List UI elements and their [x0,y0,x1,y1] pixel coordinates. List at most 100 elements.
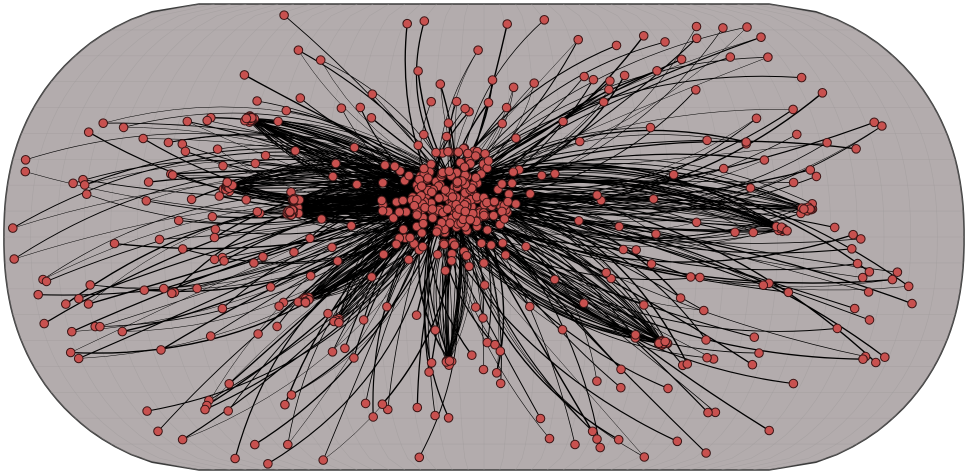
graph-node [470,151,481,161]
graph-node [430,325,441,336]
graph-edge [456,209,593,432]
graph-node [660,37,670,47]
graph-node [250,158,261,169]
graph-node [848,229,858,240]
graph-edge [123,112,451,179]
graph-node [521,241,531,252]
graph-node [332,256,343,266]
graph-edge [88,202,429,305]
graph-node [219,256,229,266]
graph-node [65,347,76,358]
graph-node [250,439,260,450]
graph-node [180,146,191,157]
graph-node [360,398,371,409]
graph-node [668,169,679,180]
graph-node [864,267,875,277]
graph-node [431,147,441,158]
graph-edge [455,191,866,357]
graph-node [260,150,271,161]
graph-node [177,244,188,254]
graph-node [98,118,108,128]
graph-node [224,379,234,389]
graph-node [265,282,276,292]
graph-node [822,137,832,148]
graph-node [460,206,471,217]
graph-node [788,378,799,389]
graph-node [316,214,327,224]
graph-node [209,254,220,265]
graph-node [863,287,874,297]
graph-node [426,358,437,368]
graph-node [759,155,770,165]
meridian-line [768,4,964,470]
graph-node [209,232,220,243]
graph-node [358,315,369,325]
graph-node [417,228,427,238]
graph-edge [450,177,668,344]
graph-node [79,180,90,190]
graph-node [446,256,457,266]
graph-node [459,162,470,172]
graph-node [748,227,759,238]
graph-node [663,383,673,394]
graph-node [443,146,453,157]
graph-edge [320,59,451,179]
meridian-line [243,4,342,470]
graph-node [453,147,464,157]
graph-node [858,354,868,365]
graph-node [413,66,423,76]
graph-node [483,156,494,166]
graph-node [618,244,629,255]
graph-node [616,364,626,375]
graph-node [167,170,178,180]
graph-node [817,88,828,98]
graph-node [327,347,338,357]
graph-node [417,241,428,252]
graph-node [378,178,388,188]
graph-node [295,93,306,103]
graph-node [796,72,807,83]
graph-node [109,238,120,249]
graph-node [434,193,444,203]
graph-node [41,276,52,287]
graph-node [382,301,392,312]
graph-edge [460,166,814,210]
graph-node [20,166,31,177]
graph-edge [427,198,812,211]
graph-node [366,272,377,282]
graph-node [907,298,917,309]
meridian-line [110,4,263,470]
graph-node [619,70,630,81]
graph-node [702,135,712,146]
graph-node [903,281,914,292]
graph-node [222,177,232,187]
graph-node [139,285,150,296]
graph-node [205,331,216,341]
graph-node [117,326,128,337]
graph-node [346,221,357,231]
graph-node [699,305,709,316]
graph-node [478,364,489,375]
graph-node [483,97,494,108]
graph-node [305,271,316,281]
graph-node [283,439,293,450]
graph-node [423,173,433,183]
graph-node [207,211,218,222]
graph-node [539,14,550,25]
meridian-line [610,4,698,470]
meridian-line [658,4,778,470]
graph-node [404,170,414,181]
graph-node [613,434,624,445]
graph-node [424,367,434,377]
graph-node [695,272,705,283]
graph-node [604,84,614,95]
graph-node [440,265,451,276]
graph-node [864,315,875,325]
graph-node [592,376,602,387]
graph-node [479,210,489,221]
graph-node [464,261,474,272]
graph-node [479,258,489,268]
graph-node [412,402,423,413]
graph-node [703,407,713,418]
graph-node [614,221,625,232]
